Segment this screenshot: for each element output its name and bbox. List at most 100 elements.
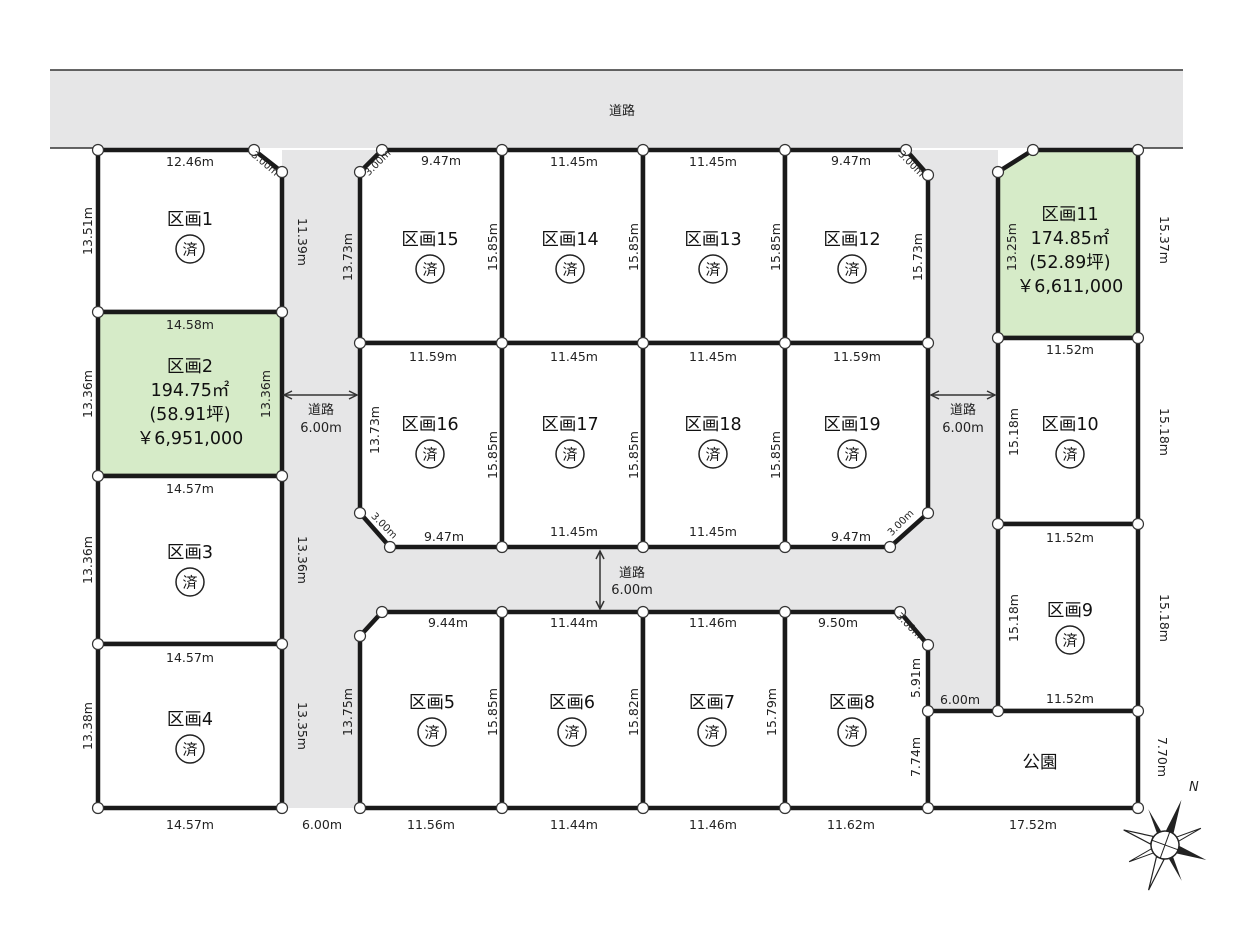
dimension-l1-left: 13.51m [80,207,95,255]
survey-point [91,801,105,815]
lot-1-name: 区画1 [167,210,213,230]
road-label-left: 道路 [308,402,334,418]
dimension-l8-top: 9.50m [818,615,858,630]
survey-points [91,143,1145,815]
survey-point [275,637,289,651]
dimension-l16-left: 13.73m [367,406,382,454]
survey-point [921,638,935,652]
sold-stamp-icon [555,439,585,469]
survey-point [91,637,105,651]
survey-point [1131,517,1145,531]
road-width-middle: 6.00m [611,583,653,598]
lot-12-shape[interactable] [782,147,931,346]
survey-point [375,605,389,619]
survey-point [353,506,367,520]
survey-point [778,143,792,157]
lot-13-name: 区画13 [684,230,741,250]
dimension-l13-right: 15.85m [768,223,783,271]
sold-stamp-icon [175,734,205,764]
dimension-l4-bottom: 14.57m [166,817,214,832]
road-width-right: 6.00m [942,421,984,436]
lot-labels: 区画1済区画2194.75㎡(58.91坪)￥6,951,000区画3済区画4済… [137,205,1123,764]
survey-point [275,165,289,179]
dimension-l4-right: 13.35m [295,702,310,750]
sold-stamp-icon [698,439,728,469]
dimension-l13-top: 11.45m [689,154,737,169]
lot-4-name: 区画4 [167,710,213,730]
lot-9-name: 区画9 [1047,601,1093,621]
dimension-l5-bottom: 11.56m [407,817,455,832]
survey-point [893,605,907,619]
lot-8-name: 区画8 [829,693,875,713]
lot-18-shape[interactable] [640,340,788,550]
dimension-l10-left: 15.18m [1006,408,1021,456]
dimension-l6-top: 11.44m [550,615,598,630]
lot-8-sold-mark: 済 [844,724,859,742]
dimension-l18-bottom: 11.45m [689,524,737,539]
dimension-l8-right: 5.91m [908,658,923,698]
lot-1-shape[interactable] [95,147,285,315]
sold-stamp-icon [1055,625,1085,655]
dimension-l1-right: 11.39m [295,218,310,266]
lot-9-sold-mark: 済 [1062,632,1077,650]
survey-point [991,517,1005,531]
dimension-l9-top: 11.52m [1046,530,1094,545]
dimension-l17-bottom: 11.45m [550,524,598,539]
survey-point [636,605,650,619]
park-label: 公園 [1023,753,1058,773]
survey-point [353,629,367,643]
sold-stamp-icon [697,717,727,747]
dimension-l6-right: 15.82m [626,688,641,736]
survey-point [495,540,509,554]
survey-point [247,143,261,157]
survey-point [495,605,509,619]
lot-16-sold-mark: 済 [422,446,437,464]
lot-6-name: 区画6 [549,693,595,713]
sold-stamp-icon [837,717,867,747]
dimension-l16-bottom: 9.47m [424,529,464,544]
dimension-l19-bottom: 9.47m [831,529,871,544]
survey-point [1131,801,1145,815]
dimension-l15-left: 13.73m [340,233,355,281]
sold-stamp-icon [837,439,867,469]
lot-7-shape[interactable] [640,609,788,811]
dimension-l3-left: 13.36m [80,536,95,584]
lot-4-shape[interactable] [95,641,285,811]
dimension-l18-top: 11.45m [689,349,737,364]
dimension-l14-right: 15.85m [626,223,641,271]
lot-7-name: 区画7 [689,693,735,713]
lot-3-name: 区画3 [167,543,213,563]
dimension-l11-left: 13.25m [1004,223,1019,271]
survey-point [495,336,509,350]
lot-6-shape[interactable] [499,609,646,811]
lot-10-sold-mark: 済 [1062,446,1077,464]
dimension-park-gap: 6.00m [940,692,980,707]
sold-stamp-icon [175,567,205,597]
dimension-l3-top: 14.57m [166,481,214,496]
dimension-l7-right: 15.79m [764,688,779,736]
survey-point [778,605,792,619]
dimension-l4-top: 14.57m [166,650,214,665]
dimension-l5-top: 9.44m [428,615,468,630]
survey-point [883,540,897,554]
survey-point [91,143,105,157]
sold-stamp-icon [415,254,445,284]
lot-17-sold-mark: 済 [562,446,577,464]
survey-point [991,704,1005,718]
lot-9-shape[interactable] [995,521,1141,714]
park-shape [925,708,1141,811]
lot-19-sold-mark: 済 [844,446,859,464]
dimension-l15-right: 15.85m [485,223,500,271]
lot-10-shape[interactable] [995,335,1141,527]
lot-16-name: 区画16 [401,415,458,435]
dimension-l7-bottom: 11.46m [689,817,737,832]
survey-point [778,540,792,554]
survey-point [921,336,935,350]
dimension-park-left: 7.74m [908,737,923,777]
lot-13-sold-mark: 済 [705,261,720,279]
survey-point [991,165,1005,179]
compass-icon: N [1123,780,1207,891]
lot-3-shape[interactable] [95,473,285,647]
lot-11-area: 174.85㎡ [1031,229,1110,249]
